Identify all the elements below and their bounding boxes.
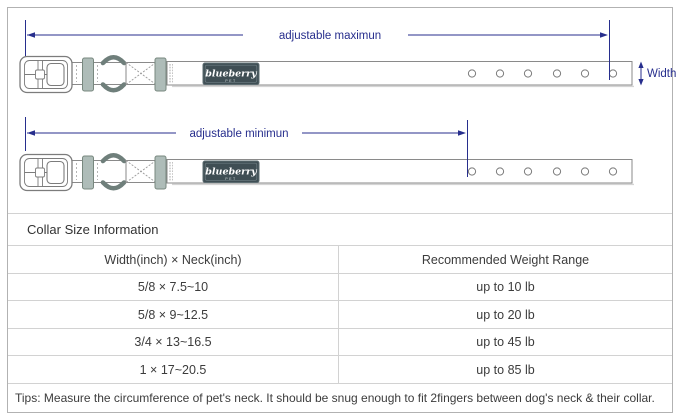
weight-cell: up to 10 lb	[476, 280, 535, 294]
min-dimension-arrow: adjustable minimun	[25, 117, 468, 177]
max-dimension-arrow: adjustable maximun	[25, 20, 610, 80]
collar-illustration-bottom	[20, 155, 634, 191]
header-size-column: Width(inch) × Neck(inch)	[8, 246, 339, 273]
size-cell: 5/8 × 9~12.5	[8, 301, 339, 328]
width-label: Width	[647, 68, 676, 80]
tips-text: Tips: Measure the circumference of pet's…	[15, 391, 655, 405]
table-row: 5/8 × 7.5~10 up to 10 lb	[8, 273, 672, 300]
size-cell: 5/8 × 7.5~10	[8, 274, 339, 300]
table-header-row: Width(inch) × Neck(inch) Recommended Wei…	[8, 245, 672, 273]
size-cell: 1 × 17~20.5	[8, 356, 339, 383]
width-arrow: Width	[638, 61, 676, 86]
table-row: 1 × 17~20.5 up to 85 lb	[8, 355, 672, 383]
table-title: Collar Size Information	[8, 213, 672, 245]
max-dimension-label: adjustable maximun	[279, 30, 381, 42]
weight-cell: up to 85 lb	[476, 362, 535, 377]
tips-row: Tips: Measure the circumference of pet's…	[8, 383, 672, 412]
collar-diagram: blueberry PET adjustable maxi	[0, 20, 676, 213]
header-weight-column: Recommended Weight Range	[421, 252, 590, 267]
weight-cell: up to 45 lb	[476, 335, 535, 349]
table-row: 3/4 × 13~16.5 up to 45 lb	[8, 328, 672, 355]
table-title-text: Collar Size Information	[27, 222, 159, 237]
size-cell: 3/4 × 13~16.5	[8, 329, 339, 355]
table-row: 5/8 × 9~12.5 up to 20 lb	[8, 300, 672, 328]
weight-cell: up to 20 lb	[476, 307, 535, 322]
min-dimension-label: adjustable minimun	[189, 128, 288, 140]
